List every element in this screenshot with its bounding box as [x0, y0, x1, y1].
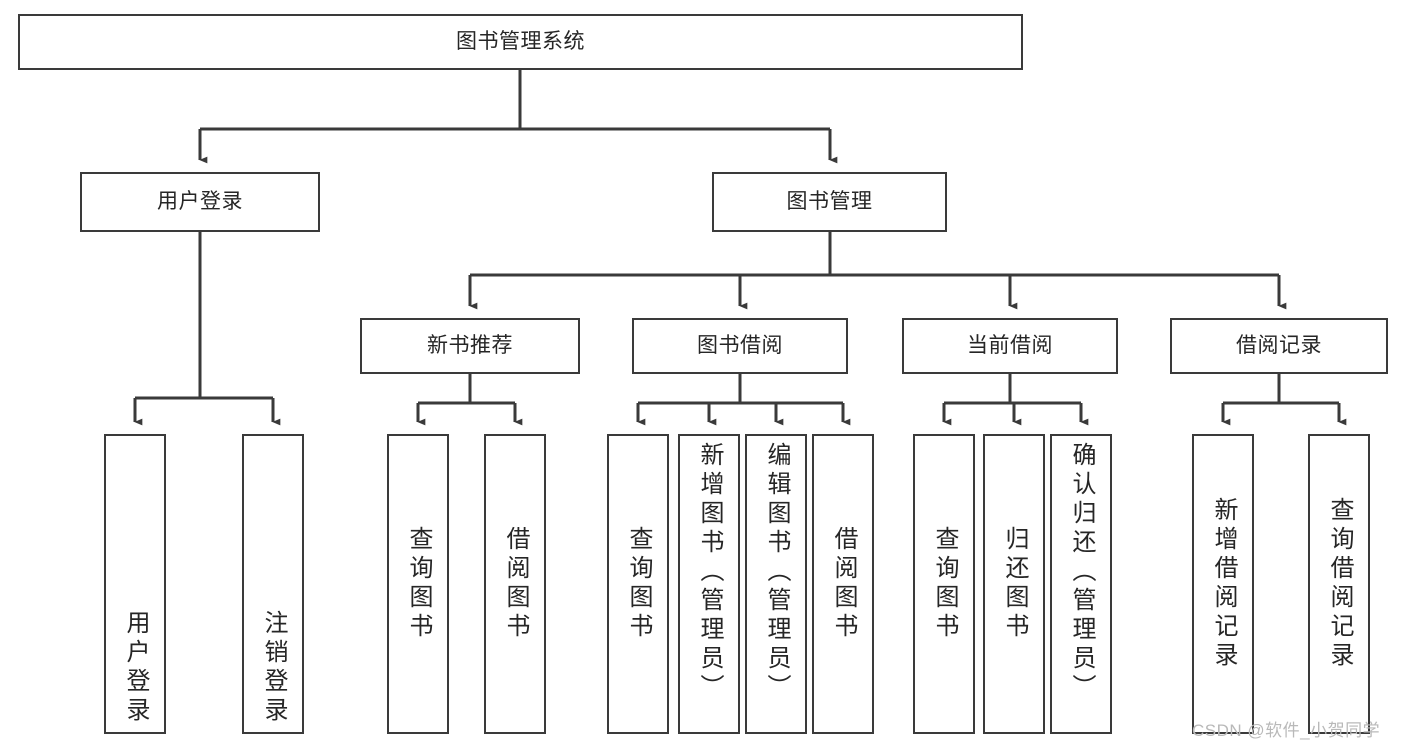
node-borrow-record-label: 借阅记录	[1236, 333, 1322, 357]
node-new-book-recommend[interactable]: 新书推荐	[360, 318, 580, 374]
node-leaf-add-book-label: 新增图书（管理员）	[696, 442, 723, 703]
node-leaf-user-logout-label: 注销登录	[260, 610, 287, 726]
node-leaf-return-book[interactable]: 归还图书	[983, 434, 1045, 734]
node-leaf-confirm-return-label: 确认归还（管理员）	[1068, 442, 1095, 703]
node-leaf-borrow-book-rec-label: 借阅图书	[502, 526, 529, 642]
node-leaf-query-book-cur-label: 查询图书	[931, 526, 958, 642]
watermark-text: CSDN @软件_小贺同学	[1192, 721, 1381, 740]
node-leaf-edit-book[interactable]: 编辑图书（管理员）	[745, 434, 807, 734]
node-book-manage-label: 图书管理	[786, 189, 873, 213]
node-leaf-query-book-borrow-label: 查询图书	[625, 526, 652, 642]
node-leaf-query-book-cur[interactable]: 查询图书	[913, 434, 975, 734]
node-leaf-query-record-label: 查询借阅记录	[1326, 497, 1353, 671]
node-root-label: 图书管理系统	[456, 29, 585, 53]
node-leaf-user-login[interactable]: 用户登录	[104, 434, 166, 734]
node-leaf-confirm-return[interactable]: 确认归还（管理员）	[1050, 434, 1112, 734]
node-leaf-add-record[interactable]: 新增借阅记录	[1192, 434, 1254, 734]
node-borrow-record[interactable]: 借阅记录	[1170, 318, 1388, 374]
node-user-login-label: 用户登录	[157, 189, 243, 213]
node-leaf-return-book-label: 归还图书	[1001, 526, 1028, 642]
node-leaf-query-record[interactable]: 查询借阅记录	[1308, 434, 1370, 734]
node-user-login[interactable]: 用户登录	[80, 172, 320, 232]
node-leaf-query-book-rec-label: 查询图书	[405, 526, 432, 642]
node-leaf-borrow-book-label: 借阅图书	[830, 526, 857, 642]
node-book-manage[interactable]: 图书管理	[712, 172, 947, 232]
node-leaf-borrow-book-rec[interactable]: 借阅图书	[484, 434, 546, 734]
node-book-borrow-label: 图书借阅	[697, 333, 783, 357]
node-leaf-edit-book-label: 编辑图书（管理员）	[763, 442, 790, 703]
node-leaf-add-record-label: 新增借阅记录	[1210, 497, 1237, 671]
node-leaf-query-book-borrow[interactable]: 查询图书	[607, 434, 669, 734]
node-root[interactable]: 图书管理系统	[18, 14, 1023, 70]
node-leaf-query-book-rec[interactable]: 查询图书	[387, 434, 449, 734]
node-current-borrow-label: 当前借阅	[967, 333, 1053, 357]
node-new-book-recommend-label: 新书推荐	[427, 333, 513, 357]
node-leaf-add-book[interactable]: 新增图书（管理员）	[678, 434, 740, 734]
node-leaf-user-login-label: 用户登录	[122, 610, 149, 726]
node-current-borrow[interactable]: 当前借阅	[902, 318, 1118, 374]
node-book-borrow[interactable]: 图书借阅	[632, 318, 848, 374]
node-leaf-user-logout[interactable]: 注销登录	[242, 434, 304, 734]
node-leaf-borrow-book[interactable]: 借阅图书	[812, 434, 874, 734]
